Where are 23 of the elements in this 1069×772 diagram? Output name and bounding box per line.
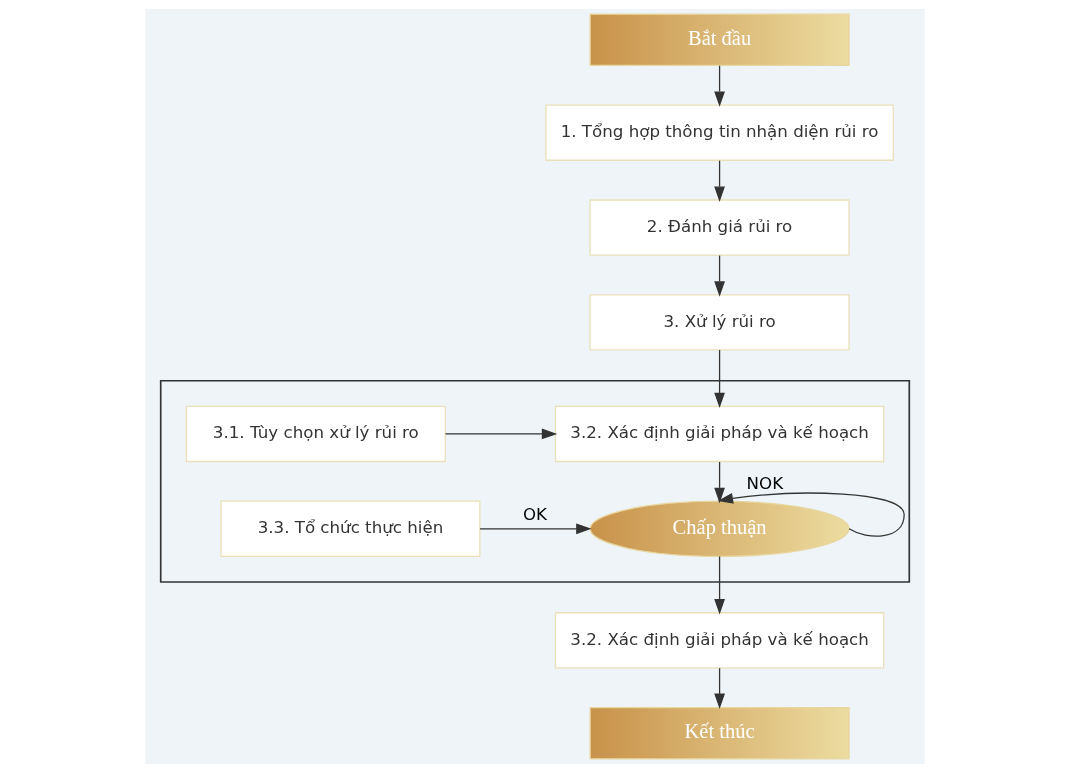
edge-label: NOK bbox=[746, 473, 783, 493]
node-box: 3. Xử lý rủi ro bbox=[589, 293, 850, 351]
edge-label: OK bbox=[522, 504, 547, 524]
arrow bbox=[713, 348, 725, 408]
node-box: 3.2. Xác định giải pháp và kế hoạch bbox=[554, 611, 884, 668]
arrow bbox=[713, 64, 725, 107]
node-ellipse: Chấp thuận bbox=[589, 500, 850, 557]
node-box: 3.1. Tùy chọn xử lý rủi ro bbox=[185, 405, 446, 462]
arrow bbox=[713, 254, 725, 297]
node-box: 3.2. Xác định giải pháp và kế hoạch bbox=[554, 405, 884, 462]
arrow bbox=[444, 428, 557, 439]
arrow bbox=[713, 555, 725, 614]
node-box: 1. Tổng hợp thông tin nhận diện rủi ro bbox=[544, 104, 894, 161]
node-box: Kết thúc bbox=[589, 706, 850, 759]
arrow bbox=[713, 460, 725, 503]
node-box: Bắt đầu bbox=[589, 13, 850, 66]
arrow bbox=[478, 522, 592, 534]
arrow bbox=[713, 667, 725, 709]
node-box: 2. Đánh giá rủi ro bbox=[589, 198, 850, 256]
arrow bbox=[713, 159, 725, 202]
cluster bbox=[159, 379, 910, 583]
arrow bbox=[717, 492, 905, 537]
node-box: 3.3. Tổ chức thực hiện bbox=[219, 500, 480, 557]
